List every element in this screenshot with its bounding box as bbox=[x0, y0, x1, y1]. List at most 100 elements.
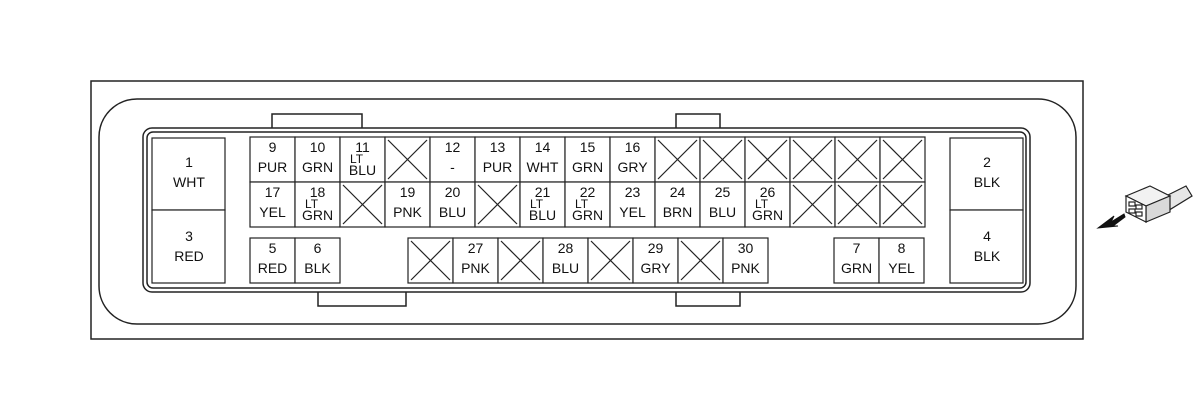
pin-wire-color: YEL bbox=[259, 204, 286, 220]
empty-cavity bbox=[744, 136, 791, 183]
pin-cells: 9PUR10GRN11LTBLU12-13PUR14WHT15GRN16GRY1… bbox=[249, 136, 926, 284]
plug-pin-a bbox=[1128, 201, 1136, 207]
connector-plug-icon bbox=[1096, 185, 1193, 229]
cavity-cross-line bbox=[792, 139, 833, 180]
cavity-cross-line bbox=[702, 139, 743, 180]
pin-box bbox=[878, 237, 925, 284]
pin-box bbox=[722, 237, 769, 284]
pin-wire-color: GRY bbox=[617, 159, 648, 175]
pin-box bbox=[609, 181, 656, 228]
pin-wire-color: WHT bbox=[527, 159, 559, 175]
empty-cavity bbox=[384, 136, 431, 183]
pin-box bbox=[474, 136, 521, 183]
pin-box bbox=[429, 136, 476, 183]
empty-cavity bbox=[654, 136, 701, 183]
pin-wire-color: BLU bbox=[552, 260, 579, 276]
pin-number: 27 bbox=[468, 240, 484, 256]
cavity-cross-line bbox=[882, 184, 923, 225]
pin-number: 18 bbox=[310, 184, 326, 200]
pointer-arrow-icon bbox=[1096, 213, 1126, 229]
pin-wire-color: BLU bbox=[709, 204, 736, 220]
pin-wire-color-prefix: LT bbox=[305, 197, 319, 211]
pin-box bbox=[519, 136, 566, 183]
pin-number: 25 bbox=[715, 184, 731, 200]
pin-box bbox=[294, 237, 341, 284]
pin-number: 28 bbox=[558, 240, 574, 256]
pin-box bbox=[564, 136, 611, 183]
cavity-cross-line bbox=[477, 184, 518, 225]
plug-pin-c bbox=[1128, 208, 1136, 214]
cavity-cross-line bbox=[500, 240, 541, 281]
pin-box bbox=[429, 181, 476, 228]
terminal-1-color: WHT bbox=[173, 174, 205, 190]
pin-wire-color: GRN bbox=[752, 207, 783, 223]
pin-number: 19 bbox=[400, 184, 416, 200]
pin-number: 9 bbox=[269, 139, 277, 155]
cavity-cross-line bbox=[657, 139, 698, 180]
pin-box bbox=[249, 136, 296, 183]
pin-wire-color: - bbox=[450, 159, 455, 175]
pin-12: 12- bbox=[429, 136, 476, 183]
pin-wire-color-prefix: LT bbox=[350, 152, 364, 166]
pin-wire-color: PNK bbox=[731, 260, 760, 276]
cavity-cross-line bbox=[590, 240, 631, 281]
large-terminal-labels: 1 WHT 3 RED 2 BLK 4 BLK bbox=[173, 154, 1001, 264]
empty-cavity bbox=[407, 237, 454, 284]
terminal-3-num: 3 bbox=[185, 228, 193, 244]
terminal-4-color: BLK bbox=[974, 248, 1001, 264]
pin-number: 29 bbox=[648, 240, 664, 256]
cavity-cross-line bbox=[882, 139, 923, 180]
housing-face bbox=[142, 127, 1031, 293]
empty-cavity bbox=[587, 237, 634, 284]
plug-pin-d bbox=[1135, 211, 1143, 217]
pin-number: 10 bbox=[310, 139, 326, 155]
pin-number: 8 bbox=[898, 240, 906, 256]
terminal-4-num: 4 bbox=[983, 228, 991, 244]
cavity-cross-line bbox=[680, 240, 721, 281]
empty-cavity bbox=[474, 181, 521, 228]
pin-wire-color-prefix: LT bbox=[575, 197, 589, 211]
pin-wire-color: PNK bbox=[393, 204, 422, 220]
pin-wire-color: PUR bbox=[483, 159, 513, 175]
pin-box bbox=[833, 237, 880, 284]
pin-number: 17 bbox=[265, 184, 281, 200]
top-latch-right bbox=[675, 113, 721, 128]
cavity-cross-line bbox=[410, 240, 451, 281]
cavity-cross-line bbox=[747, 139, 788, 180]
empty-cavity bbox=[834, 136, 881, 183]
pin-box bbox=[609, 136, 656, 183]
pin-number: 15 bbox=[580, 139, 596, 155]
pin-number: 13 bbox=[490, 139, 506, 155]
pin-wire-color: PUR bbox=[258, 159, 288, 175]
empty-cavity bbox=[339, 181, 386, 228]
pin-wire-color: BRN bbox=[663, 204, 693, 220]
pin-box bbox=[249, 181, 296, 228]
cavity-cross-line bbox=[837, 184, 878, 225]
pin-box bbox=[654, 181, 701, 228]
terminal-2-box bbox=[949, 137, 1024, 211]
pin-box bbox=[339, 136, 386, 183]
housing-shell bbox=[98, 98, 1077, 325]
pin-number: 7 bbox=[853, 240, 861, 256]
terminal-2-color: BLK bbox=[974, 174, 1001, 190]
pin-wire-color: BLK bbox=[304, 260, 331, 276]
empty-cavity bbox=[699, 136, 746, 183]
